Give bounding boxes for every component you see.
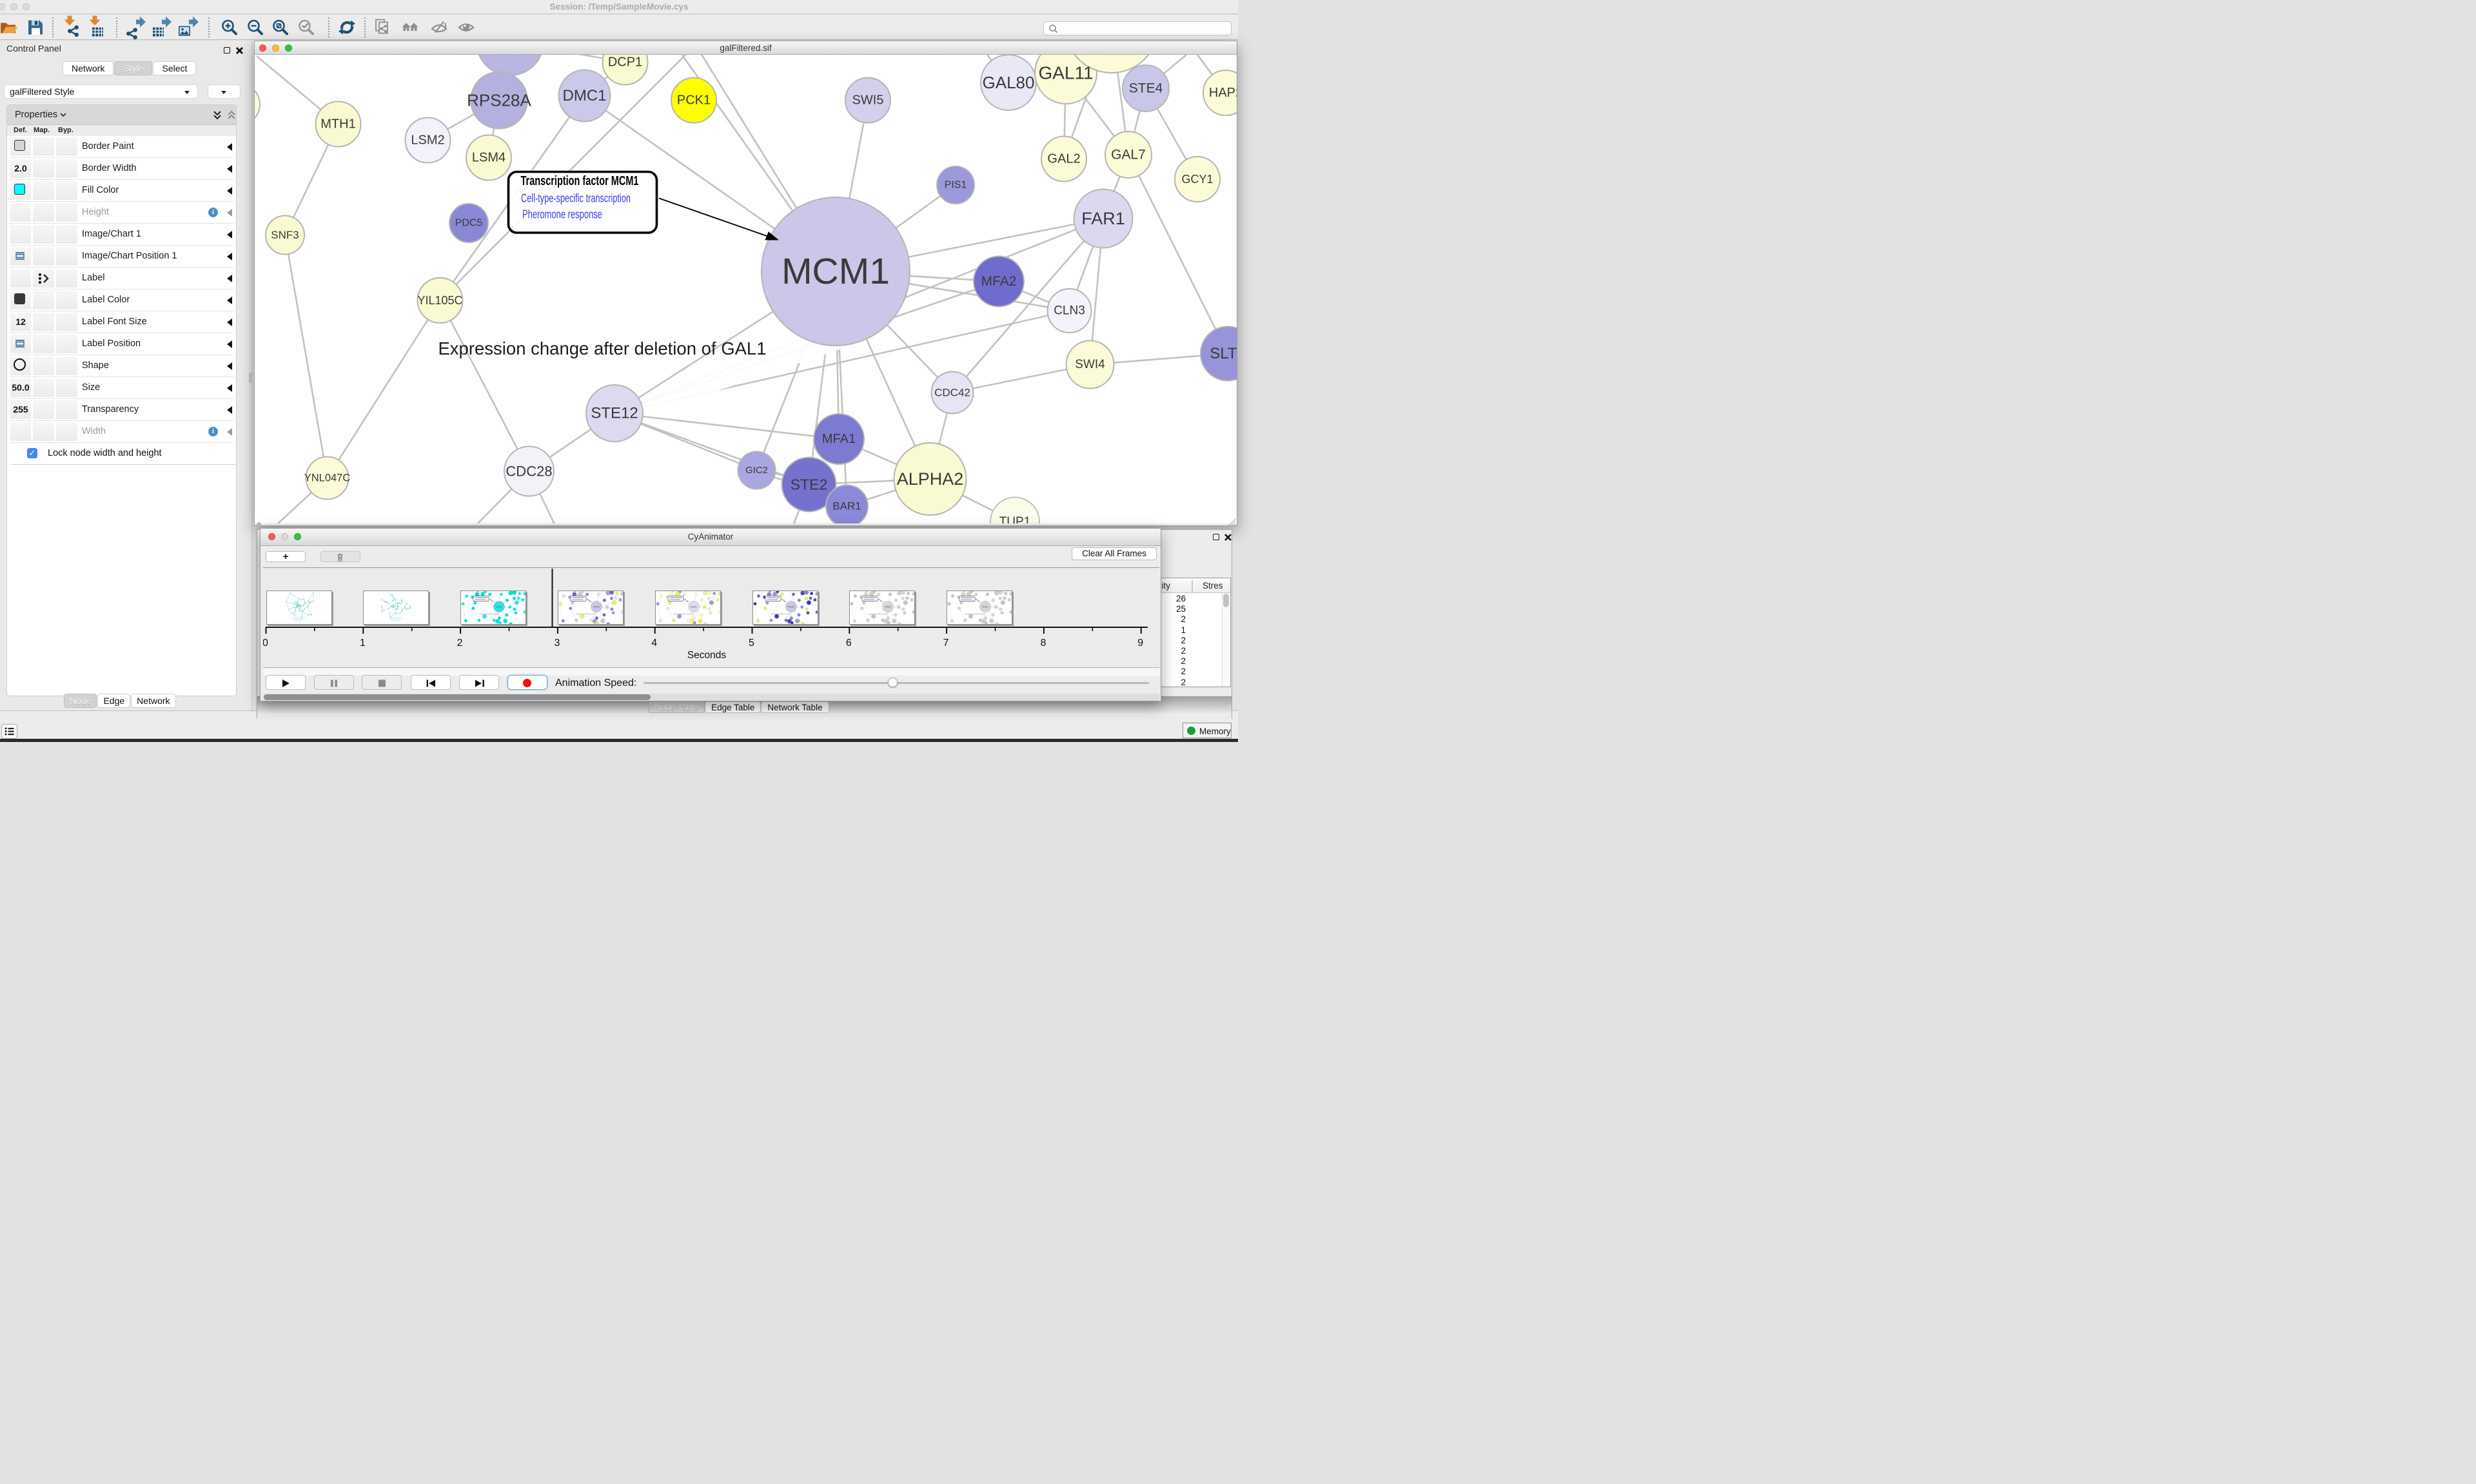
svg-text:RPS28A: RPS28A [467, 91, 531, 110]
svg-text:DCP1: DCP1 [608, 55, 642, 70]
svg-text:MCM1: MCM1 [982, 605, 988, 608]
svg-text:Cell-type-specific transcripti: Cell-type-specific transcription [521, 191, 631, 205]
svg-text:GAL2: GAL2 [1047, 152, 1080, 166]
svg-text:1: 1 [360, 638, 366, 649]
svg-text:PIS1: PIS1 [945, 180, 967, 191]
svg-text:PCK1: PCK1 [677, 93, 711, 108]
svg-text:MCM1: MCM1 [788, 605, 794, 608]
svg-text:STE4: STE4 [1129, 81, 1163, 96]
svg-text:Expression change after deleti: Expression change after deletion of GAL1 [438, 338, 766, 358]
svg-text:MFA2: MFA2 [981, 274, 1017, 289]
svg-text:Transcription factor MCM1: Transcription factor MCM1 [521, 174, 639, 188]
svg-text:GIC2: GIC2 [745, 465, 768, 476]
svg-text:CDC42: CDC42 [934, 387, 970, 399]
svg-text:SNF3: SNF3 [271, 229, 299, 241]
svg-text:YIL105C: YIL105C [417, 294, 462, 307]
svg-text:MCM1: MCM1 [885, 605, 891, 608]
svg-text:0: 0 [263, 638, 268, 649]
svg-text:3: 3 [554, 638, 560, 649]
svg-text:CLN3: CLN3 [1054, 304, 1085, 318]
svg-text:ALPHA2: ALPHA2 [897, 469, 964, 489]
svg-text:MCM1: MCM1 [593, 605, 600, 608]
svg-text:MCM1: MCM1 [781, 251, 890, 292]
svg-text:CDC28: CDC28 [506, 464, 552, 480]
svg-text:GCY1: GCY1 [1181, 173, 1213, 186]
svg-text:DMC1: DMC1 [562, 87, 606, 104]
svg-text:MTH1: MTH1 [320, 117, 355, 132]
svg-text:LSM2: LSM2 [411, 133, 444, 148]
svg-text:SWI4: SWI4 [1075, 358, 1105, 371]
svg-text:2: 2 [457, 638, 463, 649]
svg-text:5: 5 [749, 638, 754, 649]
svg-text:GAL7: GAL7 [1111, 148, 1146, 162]
svg-text:TUP1: TUP1 [999, 515, 1031, 523]
svg-text:MCM1: MCM1 [691, 605, 697, 608]
svg-text:9: 9 [1137, 638, 1143, 649]
svg-text:8: 8 [1040, 638, 1046, 649]
svg-text:SWI5: SWI5 [852, 93, 884, 108]
svg-text:STE12: STE12 [591, 405, 638, 422]
svg-text:MCM1: MCM1 [496, 605, 502, 608]
svg-text:MFA1: MFA1 [822, 432, 856, 446]
svg-text:6: 6 [846, 638, 852, 649]
svg-text:FAR1: FAR1 [1081, 209, 1125, 228]
svg-text:BAR1: BAR1 [832, 500, 861, 513]
svg-text:YNL047C: YNL047C [304, 473, 351, 484]
svg-text:Pheromone response: Pheromone response [522, 208, 602, 221]
svg-text:HAP2: HAP2 [1209, 86, 1237, 100]
svg-text:4: 4 [651, 638, 657, 649]
svg-text:STE2: STE2 [791, 476, 828, 493]
svg-text:LSM4: LSM4 [472, 151, 506, 165]
svg-text:7: 7 [943, 638, 949, 649]
svg-text:SLT2: SLT2 [1210, 345, 1237, 362]
svg-text:PDC5: PDC5 [455, 218, 483, 229]
svg-text:GAL80: GAL80 [983, 73, 1035, 92]
svg-text:GAL11: GAL11 [1038, 63, 1093, 83]
svg-text:Seconds: Seconds [687, 650, 727, 661]
